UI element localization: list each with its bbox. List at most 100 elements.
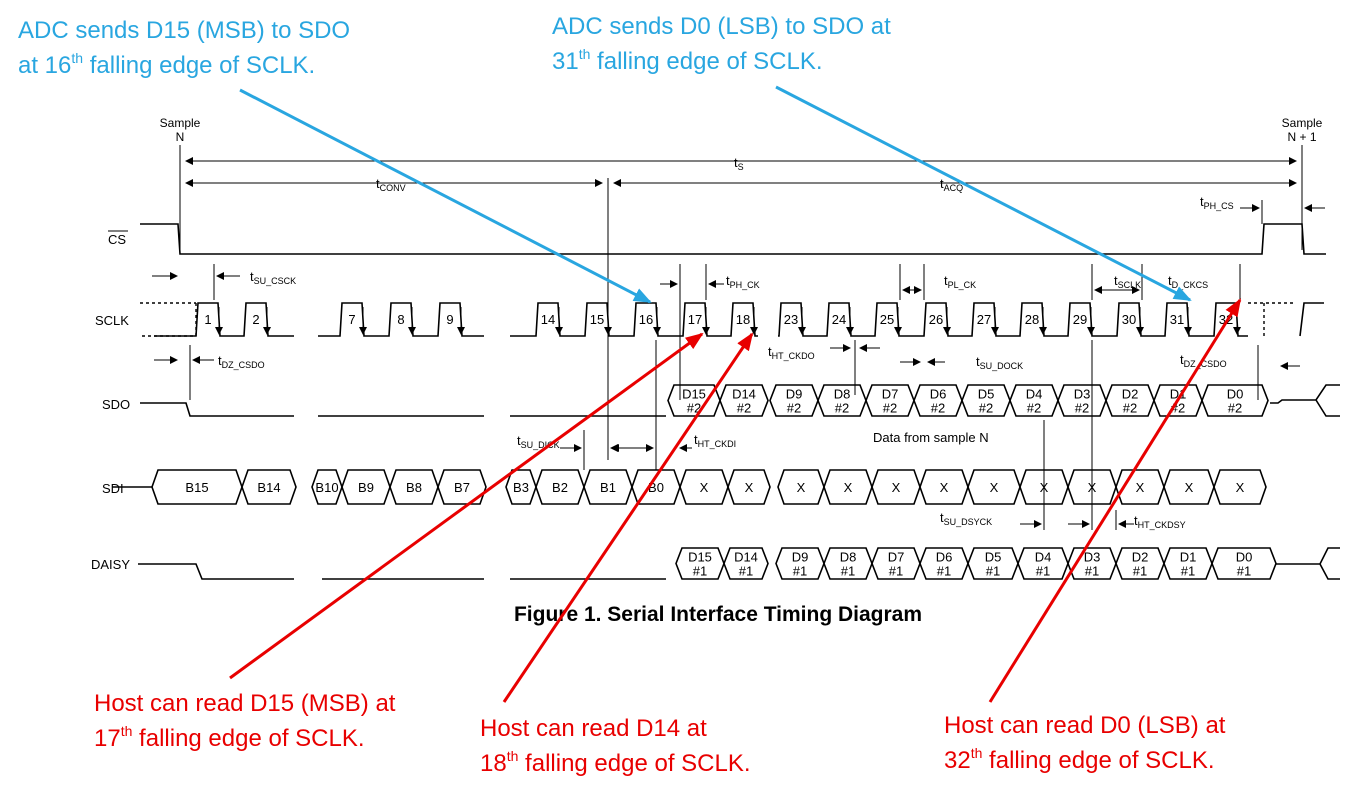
tacq-label: tACQ: [940, 176, 963, 193]
host-d14-note-line2: 18th falling edge of SCLK.: [480, 748, 751, 777]
adc-lsb-pointer: [775, 85, 1192, 302]
bus-cell-bit: B10: [315, 480, 338, 495]
cs-signal-label: CS: [108, 232, 126, 247]
bus-cell-sample: #1: [1181, 564, 1195, 579]
bus-cell-sample: #2: [931, 401, 945, 416]
data-from-sample-note: Data from sample N: [873, 430, 989, 445]
sclk-edge-number: 24: [832, 312, 846, 327]
bus-cell-sample: #2: [1123, 401, 1137, 416]
bus-cell-bit: D15: [688, 550, 712, 565]
adc-lsb-note-line2: 31th falling edge of SCLK.: [552, 46, 823, 75]
bus-cell-sample: #1: [693, 564, 707, 579]
bus-cell-bit: X: [797, 480, 806, 495]
sclk-edge-number: 25: [880, 312, 894, 327]
sdi-signal-label: SDI: [102, 481, 124, 496]
sclk-edge-number: 23: [784, 312, 798, 327]
sclk-edge-number: 14: [541, 312, 555, 327]
bus-cell-bit: X: [1236, 480, 1245, 495]
bus-cell-bit: D8: [840, 550, 857, 565]
bus-cell-bit: B9: [358, 480, 374, 495]
bus-cell-bit: B14: [257, 480, 280, 495]
tht-ckdi-label: tHT_CKDI: [694, 432, 736, 449]
sclk-edge-number: 7: [348, 312, 355, 327]
bus-cell-bit: D0: [1236, 550, 1253, 565]
sclk-edge-number: 15: [590, 312, 604, 327]
bus-cell-sample: #2: [1228, 401, 1242, 416]
cs-waveform: [140, 223, 1326, 255]
bus-cell-bit: D3: [1074, 387, 1091, 402]
sample-n1-label: Sample: [1282, 116, 1323, 130]
tdz-csdo2-label: tDZ_CSDO: [1180, 352, 1227, 369]
host-lsb-pointer: [988, 298, 1242, 703]
bus-cell-bit: B3: [513, 480, 529, 495]
sdo-end: [1270, 384, 1340, 417]
bus-cell-sample: #1: [1237, 564, 1251, 579]
bus-cell-sample: #2: [1027, 401, 1041, 416]
td-ckcs-label: tD_CKCS: [1168, 273, 1208, 290]
tsu-dock-label: tSU_DOCK: [976, 354, 1023, 371]
bus-cell-bit: D5: [978, 387, 995, 402]
sclk-edge-number: 26: [929, 312, 943, 327]
daisy-signal-label: DAISY: [91, 557, 130, 572]
bus-cell-bit: B7: [454, 480, 470, 495]
daisy-bus: D15#1D14#1D9#1D8#1D7#1D6#1D5#1D4#1D3#1D2…: [675, 547, 1277, 580]
sclk-edge-number: 29: [1073, 312, 1087, 327]
sample-n1-index: N + 1: [1287, 130, 1316, 144]
sclk-pulse-group: [318, 302, 484, 337]
bus-cell-bit: B2: [552, 480, 568, 495]
bus-cell: [727, 469, 771, 505]
bus-cell-bit: X: [892, 480, 901, 495]
bus-cell-sample: #2: [883, 401, 897, 416]
tsu-dsyck-label: tSU_DSYCK: [940, 510, 992, 527]
bus-cell-bit: X: [745, 480, 754, 495]
bus-cell-sample: #1: [937, 564, 951, 579]
sclk-edge-number: 28: [1025, 312, 1039, 327]
bus-cell-sample: #1: [841, 564, 855, 579]
bus-cell-bit: X: [990, 480, 999, 495]
host-d14-pointer: [502, 332, 754, 703]
sclk-pulse-group: [778, 302, 1248, 337]
bus-cell: [1213, 469, 1267, 505]
ts-label: tS: [734, 155, 744, 172]
tsclk-label: tSCLK: [1114, 273, 1141, 290]
host-lsb-note-line1: Host can read D0 (LSB) at: [944, 712, 1226, 739]
tsu-csck-label: tSU_CSCK: [250, 269, 296, 286]
bus-cell-sample: #2: [687, 401, 701, 416]
bus-cell: [723, 547, 769, 580]
bus-cell-bit: D7: [882, 387, 899, 402]
host-msb-pointer: [229, 332, 704, 680]
sclk-end-wave: [1299, 302, 1324, 337]
bus-cell-bit: X: [1136, 480, 1145, 495]
host-lsb-note-line2: 32th falling edge of SCLK.: [944, 745, 1215, 774]
tdz-csdo-label: tDZ_CSDO: [218, 353, 265, 370]
sclk-edge-number: 18: [736, 312, 750, 327]
bus-cell-bit: B8: [406, 480, 422, 495]
bus-cell-sample: #1: [889, 564, 903, 579]
bus-cell-sample: #2: [1075, 401, 1089, 416]
bus-cell-bit: D6: [930, 387, 947, 402]
bus-cell-bit: D1: [1180, 550, 1197, 565]
host-msb-note-line1: Host can read D15 (MSB) at: [94, 690, 396, 717]
bus-cell-bit: D8: [834, 387, 851, 402]
daisy-end: [1276, 547, 1340, 580]
bus-cell-sample: #1: [1133, 564, 1147, 579]
bus-cell-bit: D7: [888, 550, 905, 565]
bus-cell-bit: D2: [1122, 387, 1139, 402]
bus-cell-bit: D6: [936, 550, 953, 565]
tph-cs-label: tPH_CS: [1200, 194, 1234, 211]
bus-cell-bit: D14: [732, 387, 756, 402]
bus-cell-bit: D0: [1227, 387, 1244, 402]
sdo-idle: [140, 402, 666, 417]
bus-cell-bit: D5: [985, 550, 1002, 565]
sclk-edge-number: 17: [688, 312, 702, 327]
bus-cell-bit: X: [700, 480, 709, 495]
sclk-edge-number: 16: [639, 312, 653, 327]
sclk-edge-number: 9: [446, 312, 453, 327]
bus-cell: [1201, 384, 1269, 417]
sclk-edge-number: 8: [397, 312, 404, 327]
bus-cell-bit: D3: [1084, 550, 1101, 565]
bus-cell-bit: B15: [185, 480, 208, 495]
